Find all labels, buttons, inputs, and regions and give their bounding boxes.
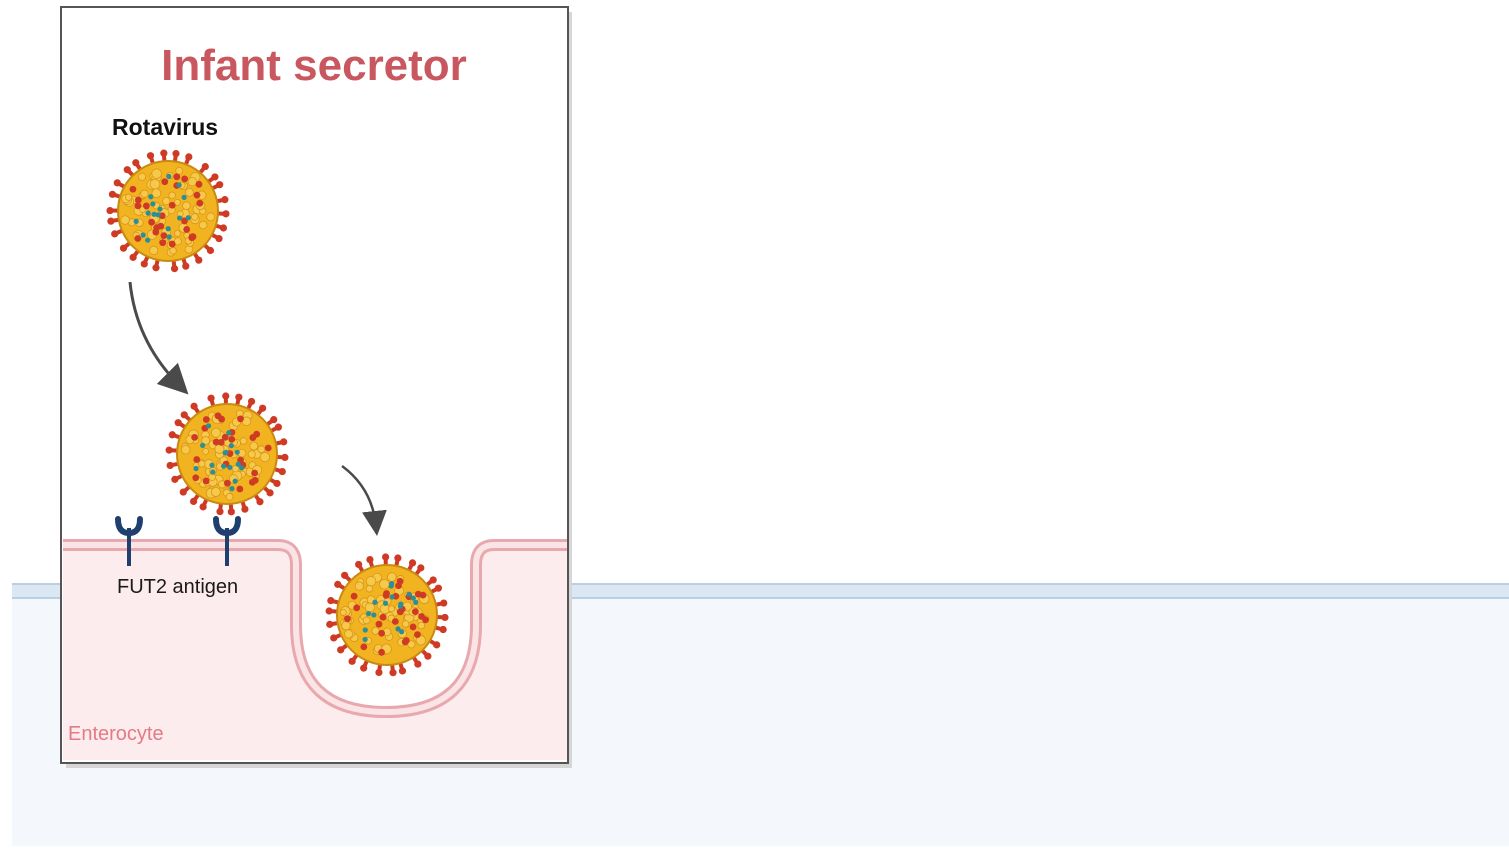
enterocyte-label: Enterocyte xyxy=(68,723,164,745)
fut2-antigen-label: FUT2 antigen xyxy=(117,576,238,598)
panel: Infant secretor Rotavirus FUT2 antigen E… xyxy=(61,7,572,768)
panel-title: Infant secretor xyxy=(161,41,467,90)
rotavirus-label: Rotavirus xyxy=(112,114,218,140)
